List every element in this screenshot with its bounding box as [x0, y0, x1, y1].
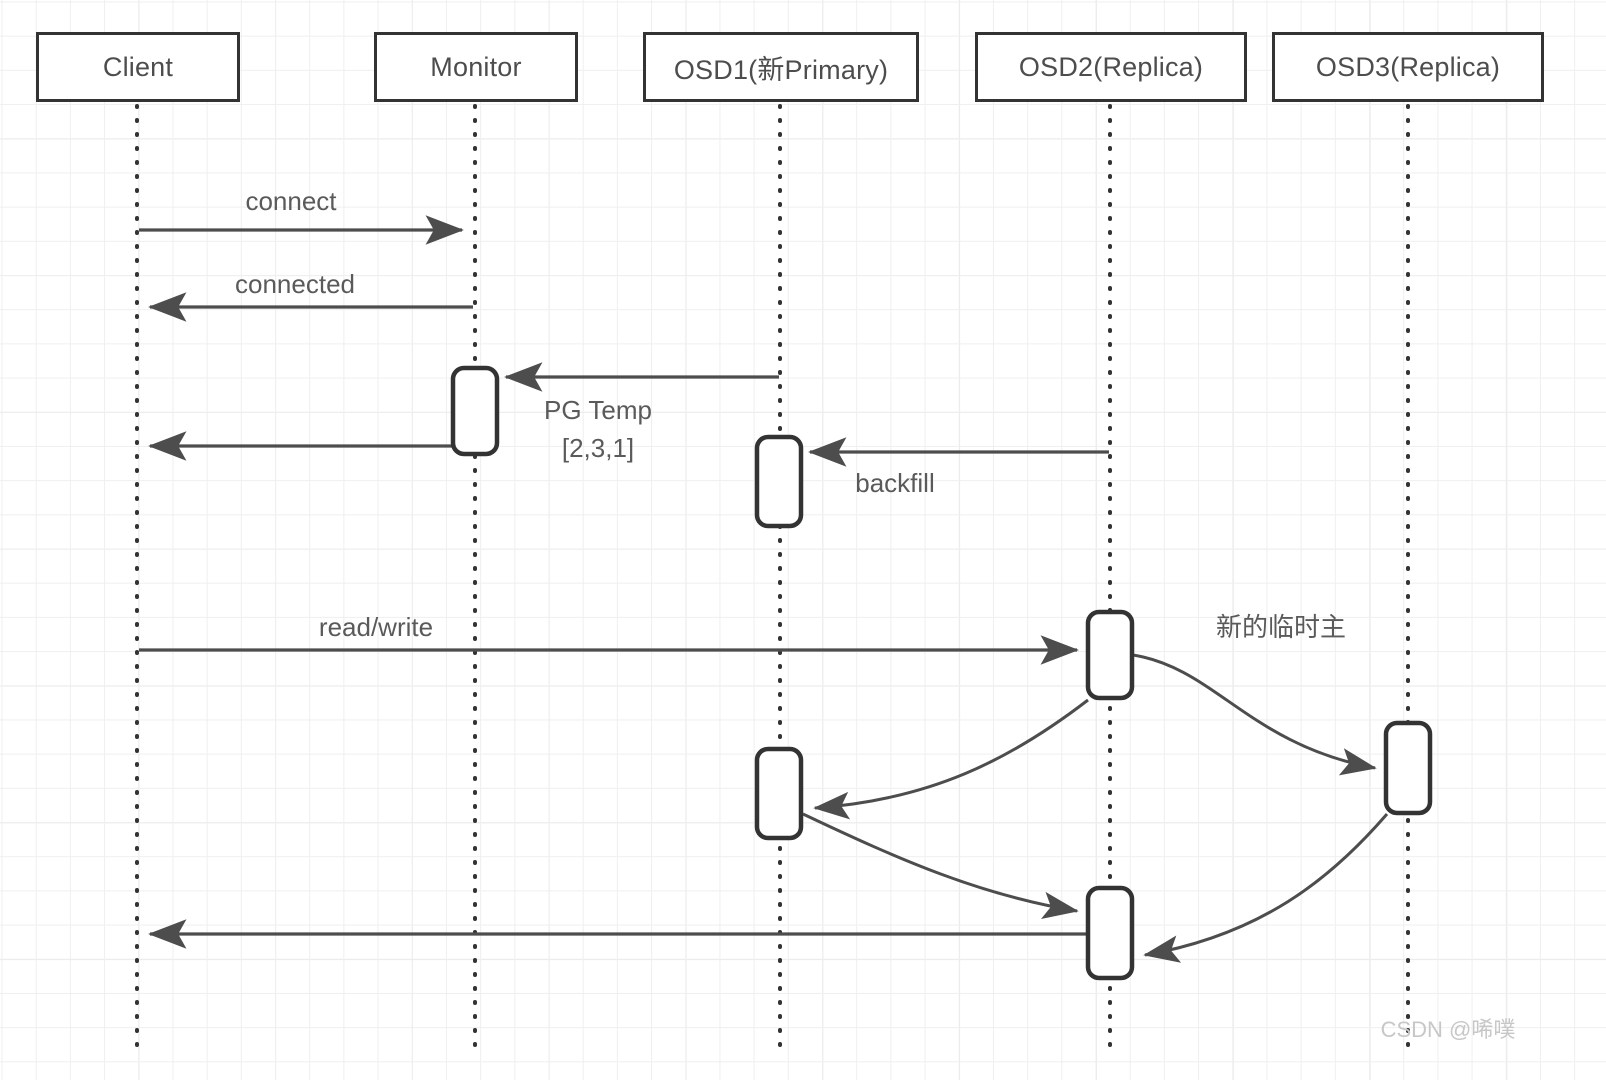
message-label-pgtemp: PG Temp [2,3,1]	[544, 392, 652, 467]
actor-label-osd1: OSD1(新Primary)	[673, 54, 889, 85]
message-label-pgtemp-line2: [2,3,1]	[561, 432, 635, 463]
lifelines	[135, 104, 1410, 1055]
actor-box-client[interactable]: Client	[36, 32, 240, 102]
message-label-readwrite: read/write	[318, 612, 434, 642]
actor-label-monitor: Monitor	[430, 51, 522, 82]
activation-bars	[450, 365, 1433, 981]
activation-osd1-backfill	[754, 434, 804, 529]
actor-box-osd3[interactable]: OSD3(Replica)	[1272, 32, 1544, 102]
actor-box-osd1[interactable]: OSD1(新Primary)	[643, 32, 919, 102]
message-osd2-to-osd3-curve	[1132, 653, 1377, 776]
activation-osd2-primary	[1085, 609, 1135, 701]
activation-osd3-replicate	[1383, 720, 1433, 816]
activation-osd1-replicate	[754, 746, 804, 841]
message-osd1-to-osd2-curve	[802, 812, 1079, 920]
message-osd2-to-osd1-curve	[813, 698, 1089, 820]
message-label-pgtemp-line1: PG Temp	[544, 395, 652, 425]
message-label-connect: connect	[245, 186, 337, 216]
actor-box-monitor[interactable]: Monitor	[374, 32, 578, 102]
actor-label-client: Client	[102, 51, 174, 82]
actor-label-osd2: OSD2(Replica)	[1018, 51, 1204, 82]
message-label-backfill: backfill	[855, 468, 935, 498]
message-label-connected: connected	[235, 269, 355, 299]
messages-curved	[802, 653, 1389, 963]
activation-osd2-ack	[1085, 885, 1135, 981]
messages-straight	[139, 215, 1109, 949]
message-osd3-to-osd2-curve	[1143, 813, 1389, 963]
actor-label-osd3: OSD3(Replica)	[1315, 51, 1501, 82]
csdn-watermark: CSDN @唏噗	[1380, 1017, 1516, 1042]
actor-box-osd2[interactable]: OSD2(Replica)	[975, 32, 1247, 102]
activation-monitor-pgtemp	[450, 365, 500, 457]
message-label-new-temp-primary: 新的临时主	[1216, 612, 1347, 642]
